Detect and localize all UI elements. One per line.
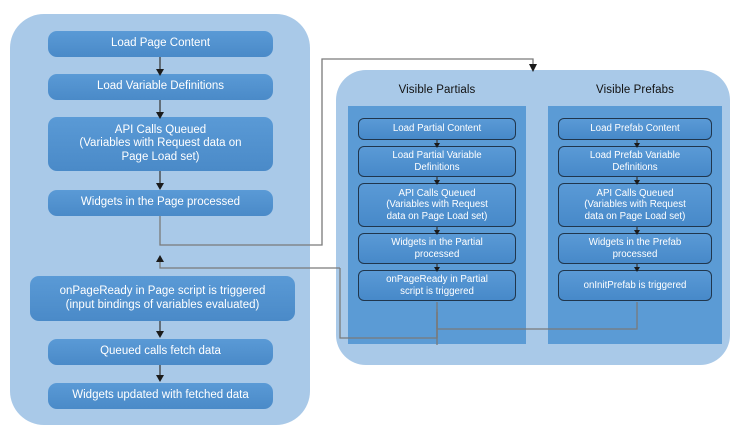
node-load-variable-definitions: Load Variable Definitions: [48, 74, 273, 100]
node-widgets-updated-with-fetched-data: Widgets updated with fetched data: [48, 383, 273, 409]
page-lifecycle-panel: Load Page Content Load Variable Definiti…: [10, 14, 310, 425]
node-partial-api-calls-queued: API Calls Queued (Variables with Request…: [358, 183, 516, 227]
node-onpageready-partial-script: onPageReady in Partial script is trigger…: [358, 270, 516, 301]
node-api-calls-queued: API Calls Queued (Variables with Request…: [48, 117, 273, 171]
node-onpageready-page-script: onPageReady in Page script is triggered …: [30, 276, 295, 321]
node-widgets-in-prefab-processed: Widgets in the Prefab processed: [558, 233, 712, 264]
node-widgets-in-partial-processed: Widgets in the Partial processed: [358, 233, 516, 264]
node-load-prefab-variable-definitions: Load Prefab Variable Definitions: [558, 146, 712, 177]
node-widgets-in-page-processed: Widgets in the Page processed: [48, 190, 273, 216]
node-load-partial-variable-definitions: Load Partial Variable Definitions: [358, 146, 516, 177]
node-load-page-content: Load Page Content: [48, 31, 273, 57]
node-oninitprefab-triggered: onInitPrefab is triggered: [558, 270, 712, 301]
node-load-partial-content: Load Partial Content: [358, 118, 516, 140]
visible-prefabs-title: Visible Prefabs: [596, 84, 674, 96]
node-prefab-api-calls-queued: API Calls Queued (Variables with Request…: [558, 183, 712, 227]
node-load-prefab-content: Load Prefab Content: [558, 118, 712, 140]
visible-partials-title: Visible Partials: [398, 84, 476, 96]
partials-prefabs-panel: Visible Partials Visible Prefabs Load Pa…: [336, 70, 730, 365]
node-queued-calls-fetch-data: Queued calls fetch data: [48, 339, 273, 365]
